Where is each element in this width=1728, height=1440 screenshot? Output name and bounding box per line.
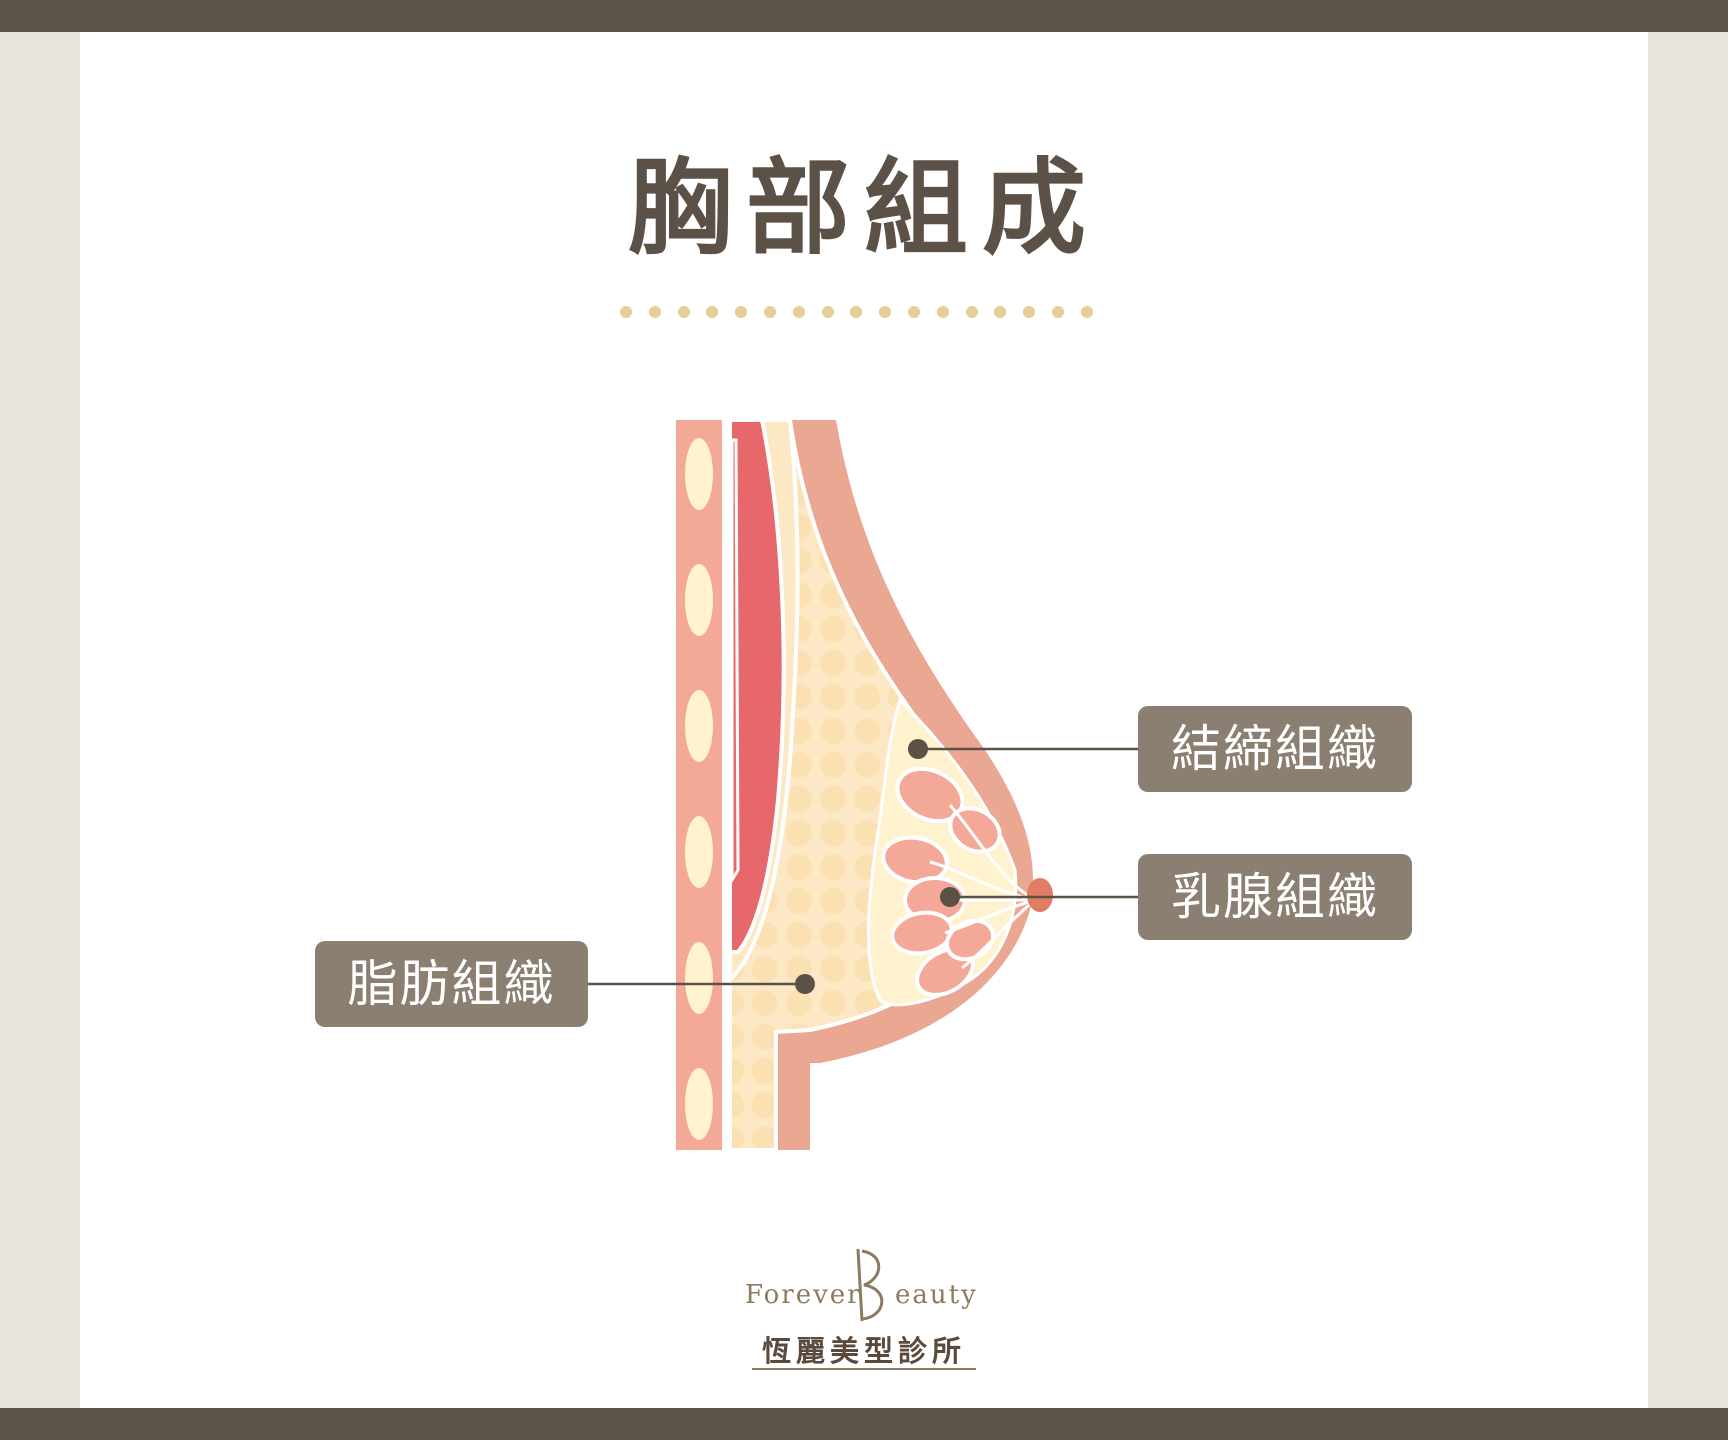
top-frame-bar	[0, 0, 1728, 32]
divider-dot	[936, 306, 949, 318]
divider-dot	[677, 306, 690, 318]
connective-tissue-label: 結締組織	[1138, 706, 1412, 792]
divider-dot	[1080, 306, 1093, 318]
divider-dot	[821, 306, 834, 318]
logo-underline	[752, 1368, 976, 1370]
divider-dot	[879, 306, 892, 318]
divider-dot	[706, 306, 719, 318]
connective-tissue-marker	[908, 739, 928, 759]
logo-brand-left: Forever	[745, 1280, 862, 1310]
divider-dot	[994, 306, 1007, 318]
nipple	[1027, 878, 1053, 912]
mammary-lobules	[881, 766, 1002, 997]
title-divider-dots	[620, 306, 1110, 322]
mammary-tissue-label: 乳腺組織	[1138, 854, 1412, 940]
divider-dot	[850, 306, 863, 318]
divider-dot	[735, 306, 748, 318]
divider-dot	[792, 306, 805, 318]
leader-lines	[588, 747, 1138, 986]
fat-tissue-marker	[795, 974, 815, 994]
rib-wall	[676, 420, 722, 1150]
divider-dot	[764, 306, 776, 318]
logo-brand-right: eauty	[895, 1280, 978, 1310]
page-title: 胸部組成	[627, 147, 1100, 269]
pectoral-muscle	[728, 418, 786, 954]
divider-dot	[965, 306, 978, 318]
logo-clinic-name: 恆麗美型診所	[761, 1334, 966, 1368]
divider-dot	[908, 306, 920, 318]
mammary-tissue-marker	[940, 887, 960, 907]
divider-dot	[620, 306, 632, 318]
logo-b-mark-icon	[856, 1248, 884, 1322]
fat-tissue-label: 脂肪組織	[315, 941, 588, 1027]
divider-dot	[648, 306, 661, 318]
divider-dot	[1052, 306, 1064, 318]
bottom-frame-bar	[0, 1408, 1728, 1440]
divider-dot	[1023, 306, 1036, 318]
rib-bones	[685, 438, 713, 1140]
